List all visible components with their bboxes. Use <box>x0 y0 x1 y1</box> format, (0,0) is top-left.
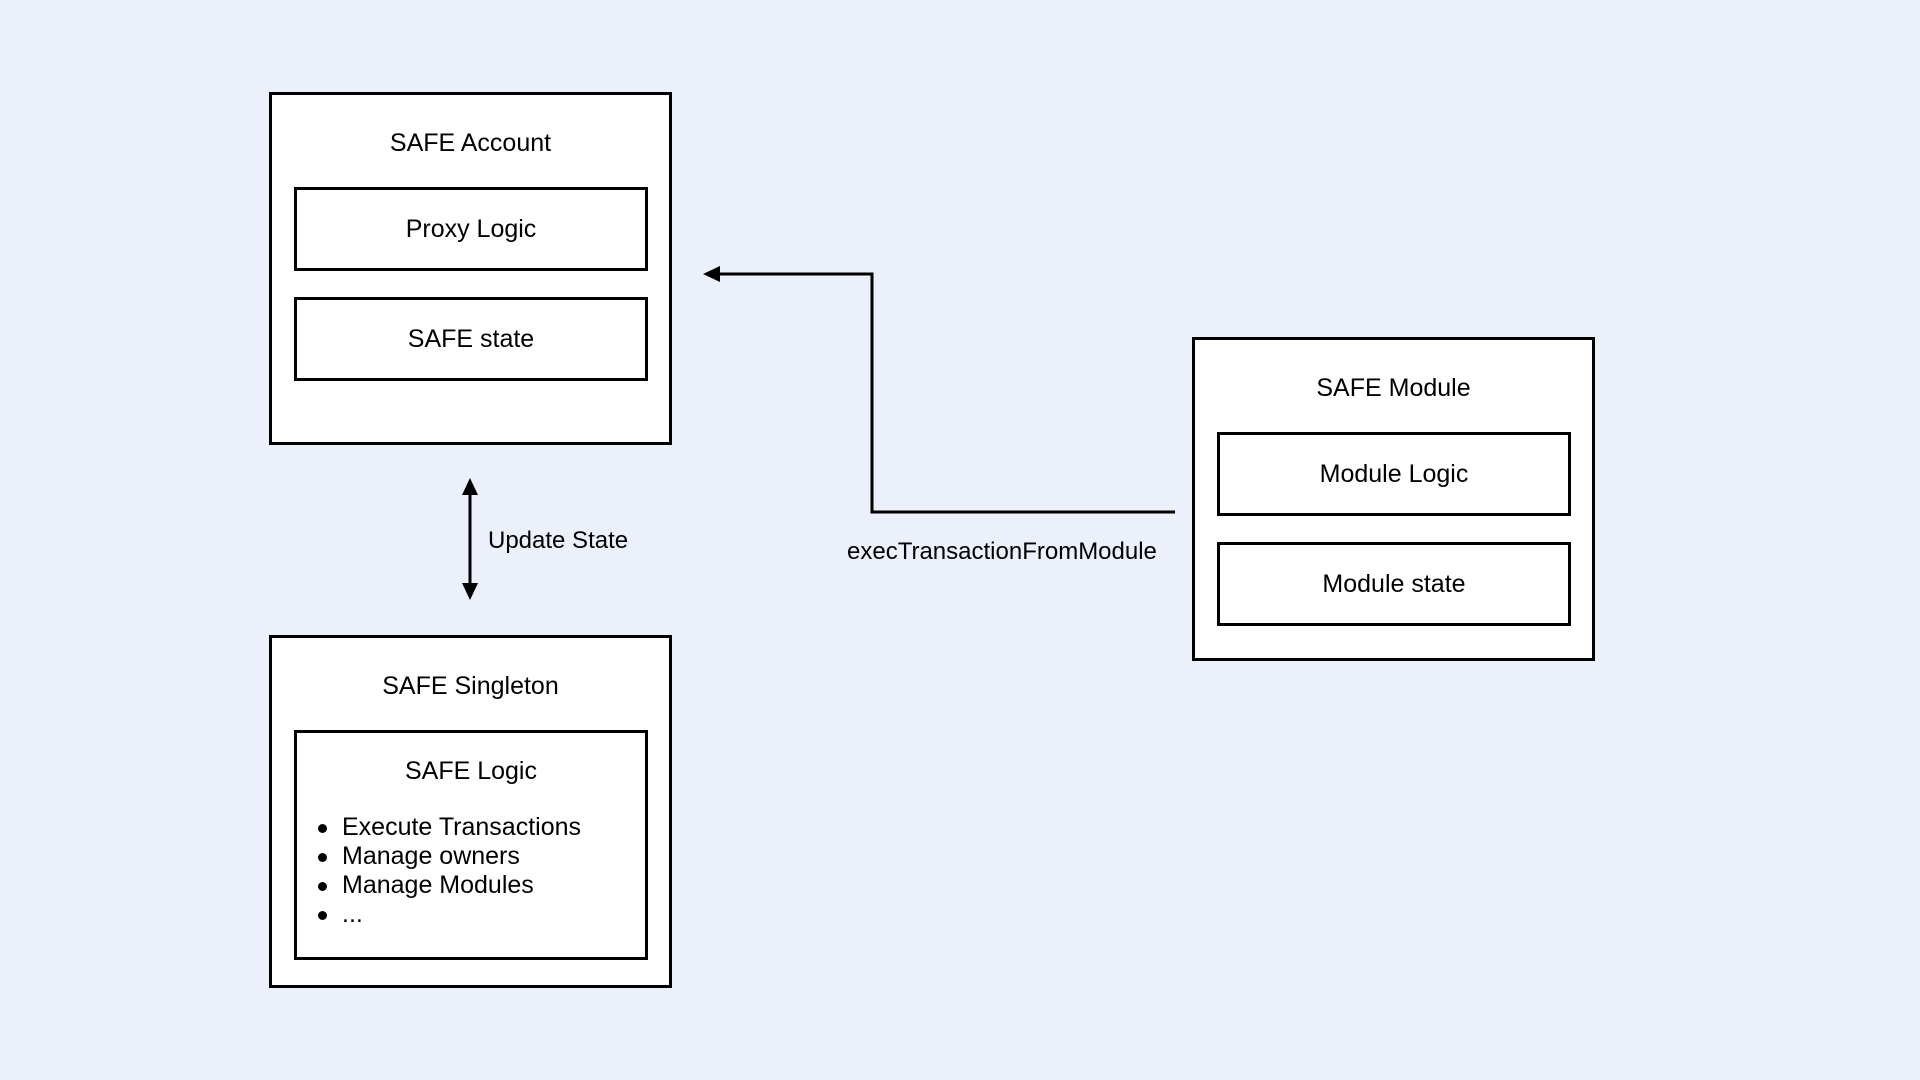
list-item: Execute Transactions <box>318 813 581 842</box>
list-item: Manage Modules <box>318 871 581 900</box>
safe-module-title: SAFE Module <box>1316 374 1471 402</box>
list-item: ... <box>318 900 581 929</box>
safe-account-box: SAFE Account Proxy Logic SAFE state <box>269 92 672 445</box>
safe-singleton-box: SAFE Singleton SAFE Logic Execute Transa… <box>269 635 672 988</box>
safe-logic-list: Execute Transactions Manage owners Manag… <box>318 813 581 929</box>
module-state-box: Module state <box>1217 542 1571 626</box>
safe-logic-title: SAFE Logic <box>404 757 537 785</box>
exec-transaction-label: execTransactionFromModule <box>847 538 1157 565</box>
update-state-label: Update State <box>488 527 629 554</box>
update-state-arrow <box>462 478 478 600</box>
exec-transaction-arrow <box>703 266 1175 514</box>
list-item: Manage owners <box>318 842 581 871</box>
safe-module-box: SAFE Module Module Logic Module state <box>1192 337 1595 661</box>
safe-state-box: SAFE state <box>294 297 648 381</box>
proxy-logic-box: Proxy Logic <box>294 187 648 271</box>
module-logic-box: Module Logic <box>1217 432 1571 516</box>
safe-logic-box: SAFE Logic Execute Transactions Manage o… <box>294 730 648 960</box>
safe-account-title: SAFE Account <box>389 129 552 157</box>
safe-singleton-title: SAFE Singleton <box>382 672 559 700</box>
